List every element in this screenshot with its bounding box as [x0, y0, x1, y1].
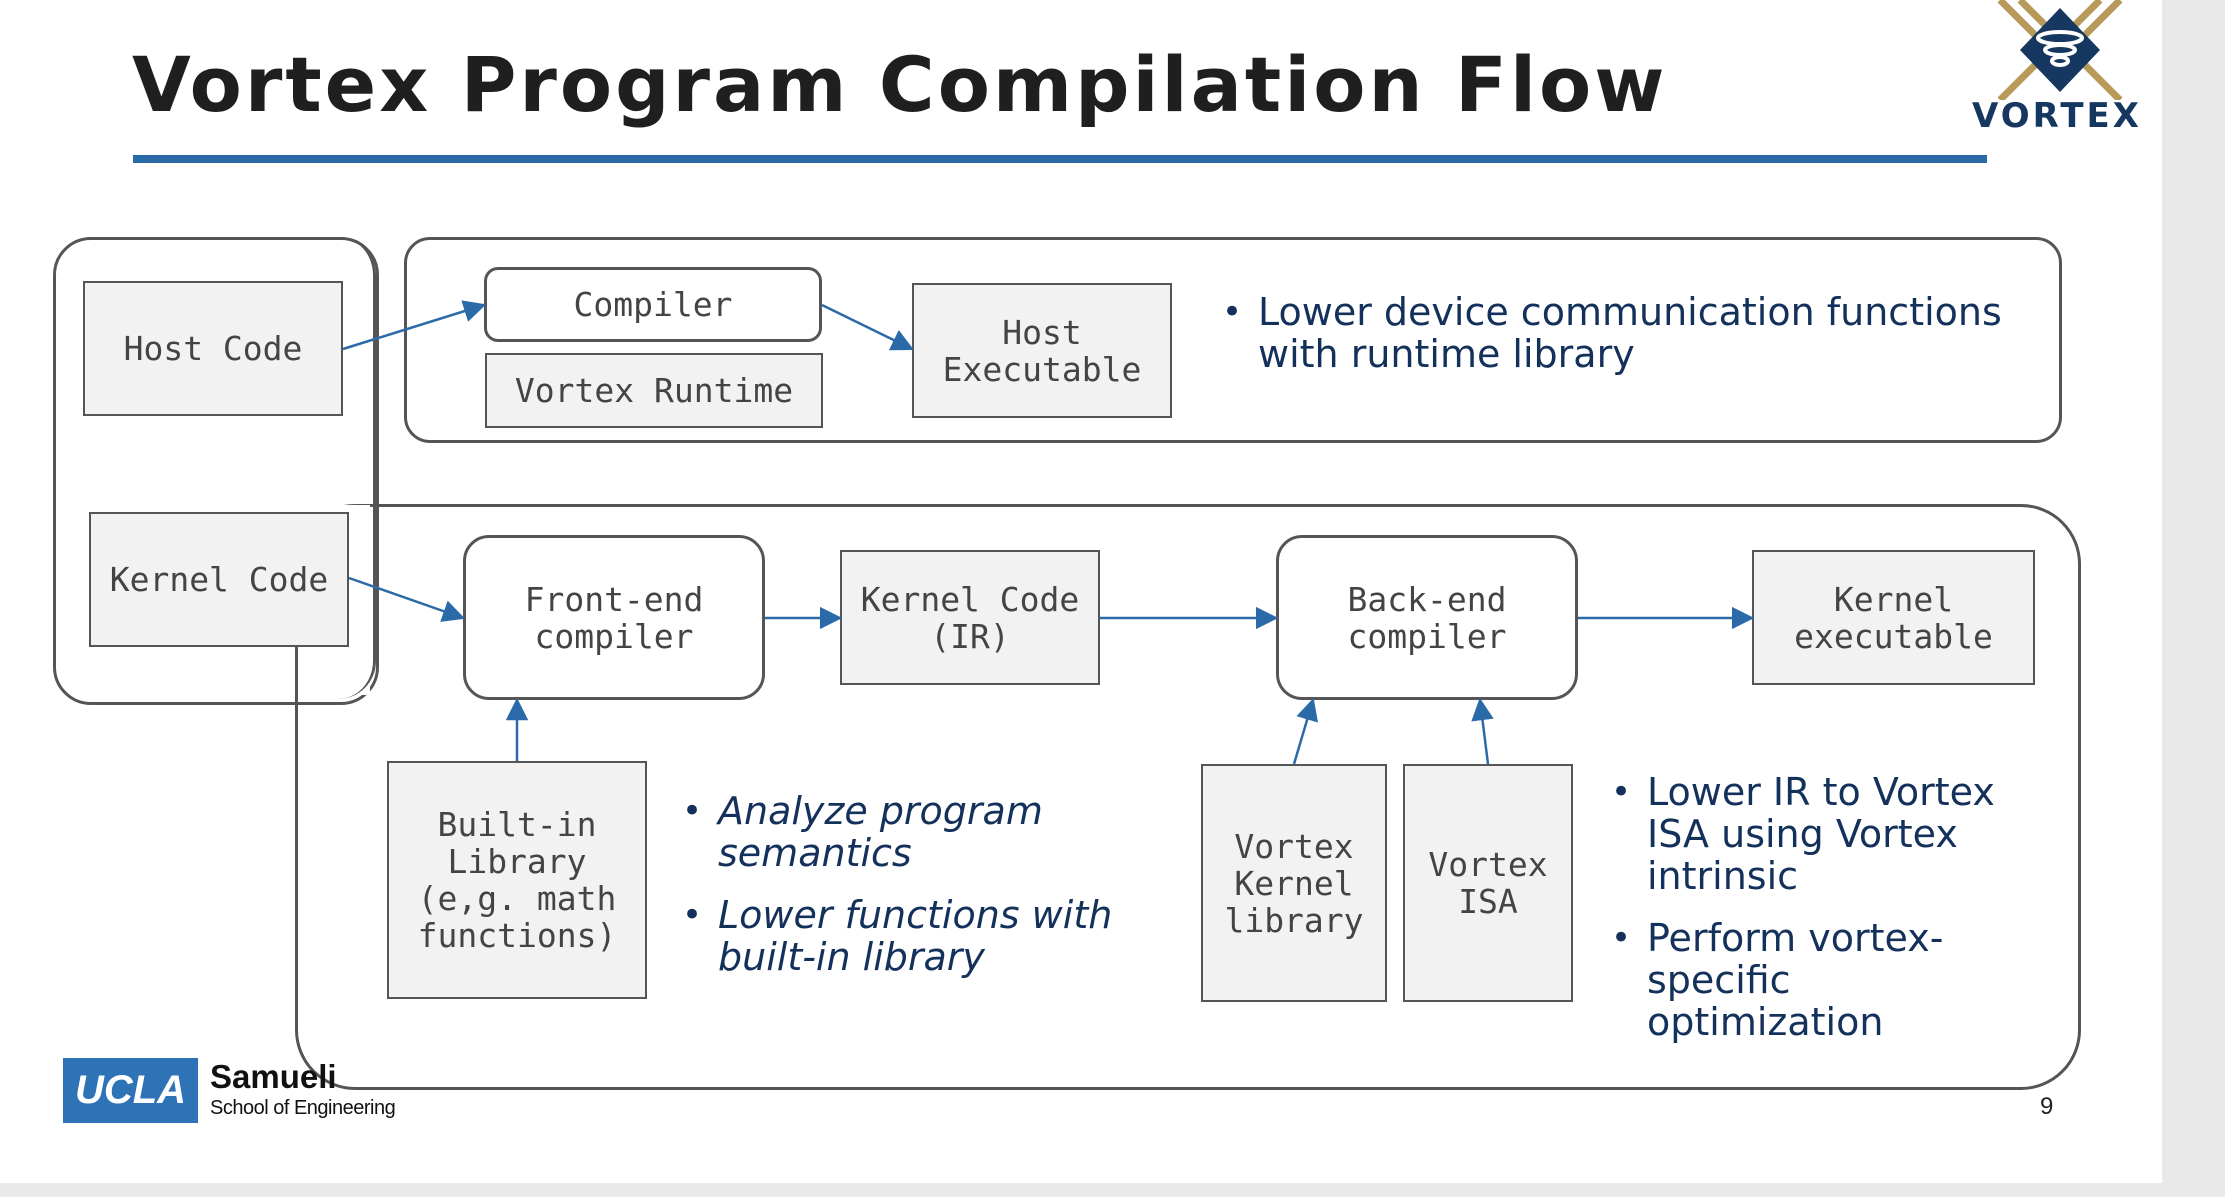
school-of-engineering: School of Engineering [210, 1097, 396, 1119]
vortex-logo-icon [1997, 0, 2123, 100]
host-code-box: Host Code [83, 281, 343, 416]
kernel-executable-box: Kernel executable [1752, 550, 2035, 685]
arrow-compiler-to-host-exec [821, 303, 915, 351]
backend-note: Perform vortex-specific optimization [1607, 917, 2037, 1043]
source-group [53, 237, 379, 705]
compiler-box: Compiler [484, 267, 822, 342]
arrow-host-to-compiler [342, 300, 487, 351]
kernel-code-box: Kernel Code [89, 512, 349, 647]
frontend-note: Lower functions with built-in library [678, 894, 1158, 978]
backend-notes: Lower IR to Vortex ISA using Vortex intr… [1607, 771, 2037, 1063]
kernel-ir-box: Kernel Code (IR) [840, 550, 1100, 685]
host-flow-group [404, 237, 2062, 443]
samueli-wordmark: Samueli [210, 1058, 337, 1095]
source-group-overlay [53, 237, 376, 699]
host-note: Lower device communication functions wit… [1218, 291, 2018, 375]
back-end-compiler-box: Back-end compiler [1276, 535, 1578, 700]
ucla-logo: UCLA [63, 1058, 198, 1123]
page-number: 9 [2040, 1093, 2054, 1120]
frontend-note: Analyze program semantics [678, 790, 1158, 874]
frontend-notes: Analyze program semantics Lower function… [678, 790, 1158, 998]
builtin-library-box: Built-in Library (e,g. math functions) [387, 761, 647, 999]
arrow-kernel-to-frontend [348, 576, 466, 622]
vortex-runtime-box: Vortex Runtime [485, 353, 823, 428]
slide: Vortex Program Compilation Flow VORTEX H… [0, 0, 2162, 1183]
slide-title: Vortex Program Compilation Flow [132, 40, 1668, 129]
arrow-isa-to-backend [1471, 697, 1494, 765]
flow-arrows [342, 300, 1755, 765]
kernel-flow-group [295, 504, 2081, 1090]
vortex-logo-text: VORTEX [1972, 96, 2142, 136]
host-executable-box: Host Executable [912, 283, 1172, 418]
host-notes: Lower device communication functions wit… [1218, 291, 2018, 395]
vortex-kernel-library-box: Vortex Kernel library [1201, 764, 1387, 1002]
backend-note: Lower IR to Vortex ISA using Vortex intr… [1607, 771, 2037, 897]
title-underline [133, 155, 1987, 163]
arrow-kernellib-to-backend [1292, 697, 1319, 765]
front-end-compiler-box: Front-end compiler [463, 535, 765, 700]
vortex-isa-box: Vortex ISA [1403, 764, 1573, 1002]
